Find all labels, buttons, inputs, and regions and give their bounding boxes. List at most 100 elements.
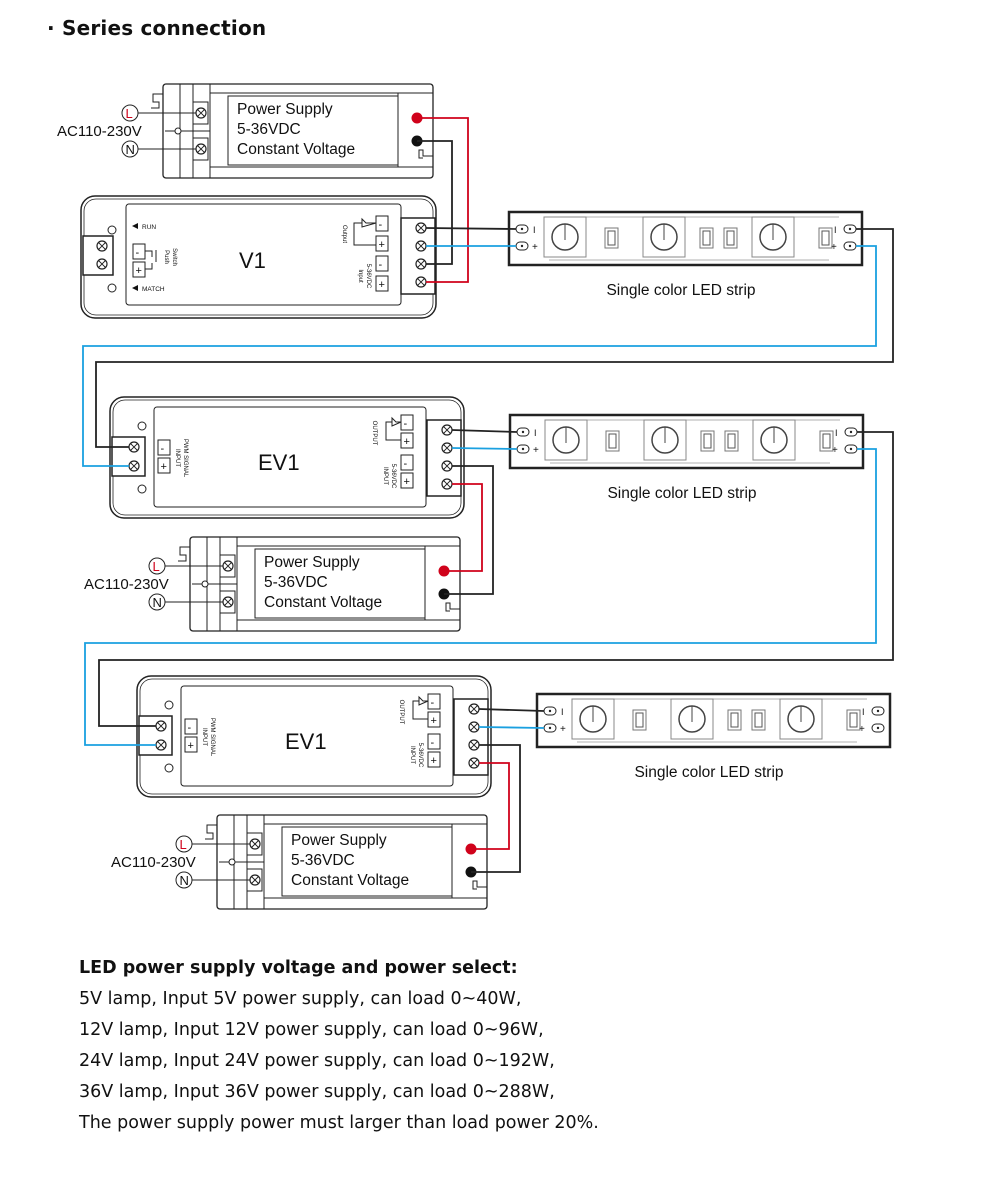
power-supply-text: 5-36VDC xyxy=(264,574,328,591)
live-label: L xyxy=(153,559,160,574)
screw-cross xyxy=(417,278,425,286)
screw-cross xyxy=(470,723,478,731)
strain-relief-icon xyxy=(472,880,487,890)
output-label: Output xyxy=(341,225,347,243)
resistor-core xyxy=(821,230,830,246)
polarity-sign: + xyxy=(404,476,410,488)
polarity-box xyxy=(427,733,441,750)
ground-node xyxy=(228,858,236,866)
strip-minus-label: I xyxy=(534,428,537,438)
solder-pad-dot xyxy=(520,227,524,231)
polarity-box xyxy=(427,751,441,768)
wire-negative xyxy=(471,744,521,873)
led-strip: I+I+Single color LED strip xyxy=(535,692,892,781)
led-indicator xyxy=(107,225,117,235)
screw-cross xyxy=(443,480,451,488)
note-line: 12V lamp, Input 12V power supply, can lo… xyxy=(79,1020,544,1040)
strip-plus-label: + xyxy=(533,445,539,456)
polarity-sign: - xyxy=(431,737,435,749)
polarity-sign: + xyxy=(431,715,437,727)
left-terminal-block xyxy=(111,436,146,477)
output-label: OUTPUT xyxy=(398,700,404,725)
vertical-label: 5-36VDC xyxy=(390,464,396,489)
led-indicator xyxy=(137,421,147,431)
polarity-sign: - xyxy=(431,697,435,709)
strip-plus-label: + xyxy=(532,242,538,253)
wire-positive xyxy=(471,762,510,850)
solder-pad-dot xyxy=(849,447,853,451)
led-symbol-icon xyxy=(412,695,429,720)
led-strip-label: Single color LED strip xyxy=(606,282,755,299)
polarity-box xyxy=(184,718,198,735)
solder-pad-dot xyxy=(521,430,525,434)
polarity-box xyxy=(375,235,389,252)
ac-voltage-label: AC110-230V xyxy=(57,123,142,140)
polarity-box xyxy=(375,275,389,292)
vertical-label: 5-36VDC xyxy=(417,743,423,768)
screw-cross xyxy=(130,462,138,470)
screw-cross xyxy=(251,840,259,848)
screw-cross xyxy=(224,598,232,606)
left-terminal-block xyxy=(138,715,173,756)
device-name: EV1 xyxy=(258,450,300,475)
solder-pad-dot xyxy=(848,244,852,248)
polarity-box xyxy=(184,736,198,753)
live-label: L xyxy=(126,106,133,121)
device-name: EV1 xyxy=(285,729,327,754)
vertical-label: Push xyxy=(163,250,169,264)
arrow-icon xyxy=(132,223,138,229)
strain-relief-icon xyxy=(151,93,163,109)
resistor-core xyxy=(726,230,735,246)
strain-relief-icon xyxy=(205,824,217,840)
power-supply-text: Power Supply xyxy=(264,554,360,571)
screw-cross xyxy=(251,876,259,884)
live-label: L xyxy=(180,837,187,852)
left-terminal-block xyxy=(82,235,114,276)
resistor-core xyxy=(702,230,711,246)
vertical-label: Input xyxy=(357,269,363,283)
wire-negative xyxy=(444,465,494,595)
led-strip-label: Single color LED strip xyxy=(607,485,756,502)
strip-minus-label: I xyxy=(561,707,564,717)
screw-cross xyxy=(470,759,478,767)
wire-signal-negative xyxy=(95,228,894,448)
solder-pad-dot xyxy=(521,447,525,451)
led-strip-label: Single color LED strip xyxy=(634,764,783,781)
notes-heading: LED power supply voltage and power selec… xyxy=(79,958,518,978)
vertical-label: 5-36VDC xyxy=(365,264,371,289)
strip-plus-label: + xyxy=(859,724,865,735)
wire-led-positive xyxy=(478,726,545,729)
led-strip: I+I+Single color LED strip xyxy=(507,210,864,299)
polarity-sign: + xyxy=(431,755,437,767)
strain-relief-icon xyxy=(418,149,433,159)
notes: LED power supply voltage and power selec… xyxy=(79,953,599,1139)
note-line: 36V lamp, Input 36V power supply, can lo… xyxy=(79,1082,555,1102)
vertical-label: OUTPUT xyxy=(371,421,377,446)
vertical-label: INPUT xyxy=(174,449,180,467)
strip-plus-label: + xyxy=(560,724,566,735)
screw-cross xyxy=(224,562,232,570)
section-title: · Series connection xyxy=(47,16,267,40)
screw-cross xyxy=(443,444,451,452)
screw-cross xyxy=(157,722,165,730)
polarity-sign: - xyxy=(136,247,140,259)
power-supply-text: 5-36VDC xyxy=(291,852,355,869)
resistor-core xyxy=(849,712,858,728)
polarity-sign: + xyxy=(188,740,194,752)
screw-cross xyxy=(470,705,478,713)
strain-relief-icon xyxy=(445,602,460,612)
note-line: 24V lamp, Input 24V power supply, can lo… xyxy=(79,1051,555,1071)
match-label: MATCH xyxy=(142,286,165,293)
strip-minus-label: I xyxy=(834,225,837,235)
solder-pad-dot xyxy=(848,227,852,231)
vertical-label: Switch xyxy=(171,248,177,266)
strip-plus-label: + xyxy=(831,242,837,253)
solder-pad-dot xyxy=(849,430,853,434)
vertical-label: INPUT xyxy=(382,467,388,485)
polarity-sign: - xyxy=(404,458,408,470)
